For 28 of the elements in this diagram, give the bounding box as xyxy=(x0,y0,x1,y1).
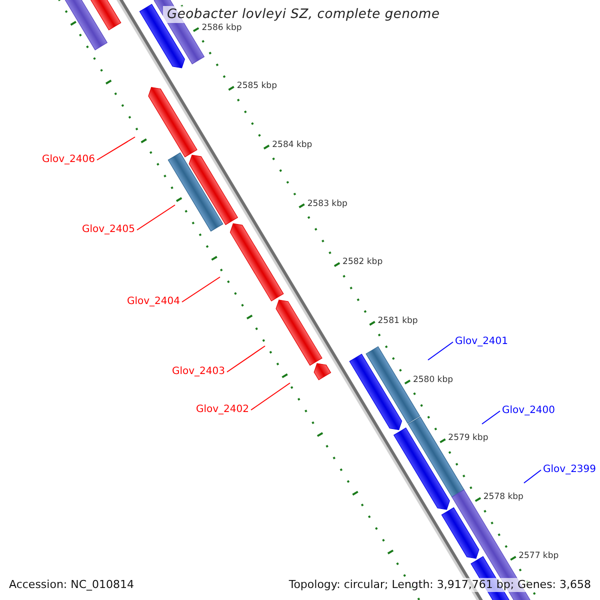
scale-label: 2583 kbp xyxy=(307,198,348,210)
leader-line xyxy=(524,470,542,484)
leader-line xyxy=(428,342,454,360)
scale-label: 2580 kbp xyxy=(412,374,454,386)
scale-label: 2584 kbp xyxy=(272,140,312,151)
scale-label: 2577 kbp xyxy=(518,550,559,562)
leader-line xyxy=(182,276,220,302)
accession-text: Accession: NC_010814 xyxy=(9,578,134,592)
leader-line xyxy=(96,136,136,160)
scale-label: 2582 kbp xyxy=(342,257,383,268)
gene-label: Glov_2405 xyxy=(82,223,135,236)
scale-label: 2586 kbp xyxy=(202,22,242,34)
scale-label: 2578 kbp xyxy=(483,492,524,504)
leader-line xyxy=(226,346,266,372)
leader-line xyxy=(250,382,290,410)
gene-label: Glov_2406 xyxy=(42,153,95,166)
gene-label: Glov_2402 xyxy=(196,403,249,416)
gene-label: Glov_2403 xyxy=(172,365,225,378)
scale-label: 2581 kbp xyxy=(378,316,418,328)
gene-label: Glov_2404 xyxy=(126,295,180,308)
scale-label: 2579 kbp xyxy=(448,433,488,444)
gene-label: Glov_2399 xyxy=(543,463,596,476)
gene-label: Glov_2401 xyxy=(455,335,508,348)
genome-info-text: Topology: circular; Length: 3,917,761 bp; Genes: 3,658 xyxy=(288,578,591,592)
leader-line xyxy=(136,204,176,230)
leader-line xyxy=(482,410,500,424)
gene-label: Glov_2400 xyxy=(502,404,556,417)
scale-label: 2585 kbp xyxy=(236,81,277,92)
